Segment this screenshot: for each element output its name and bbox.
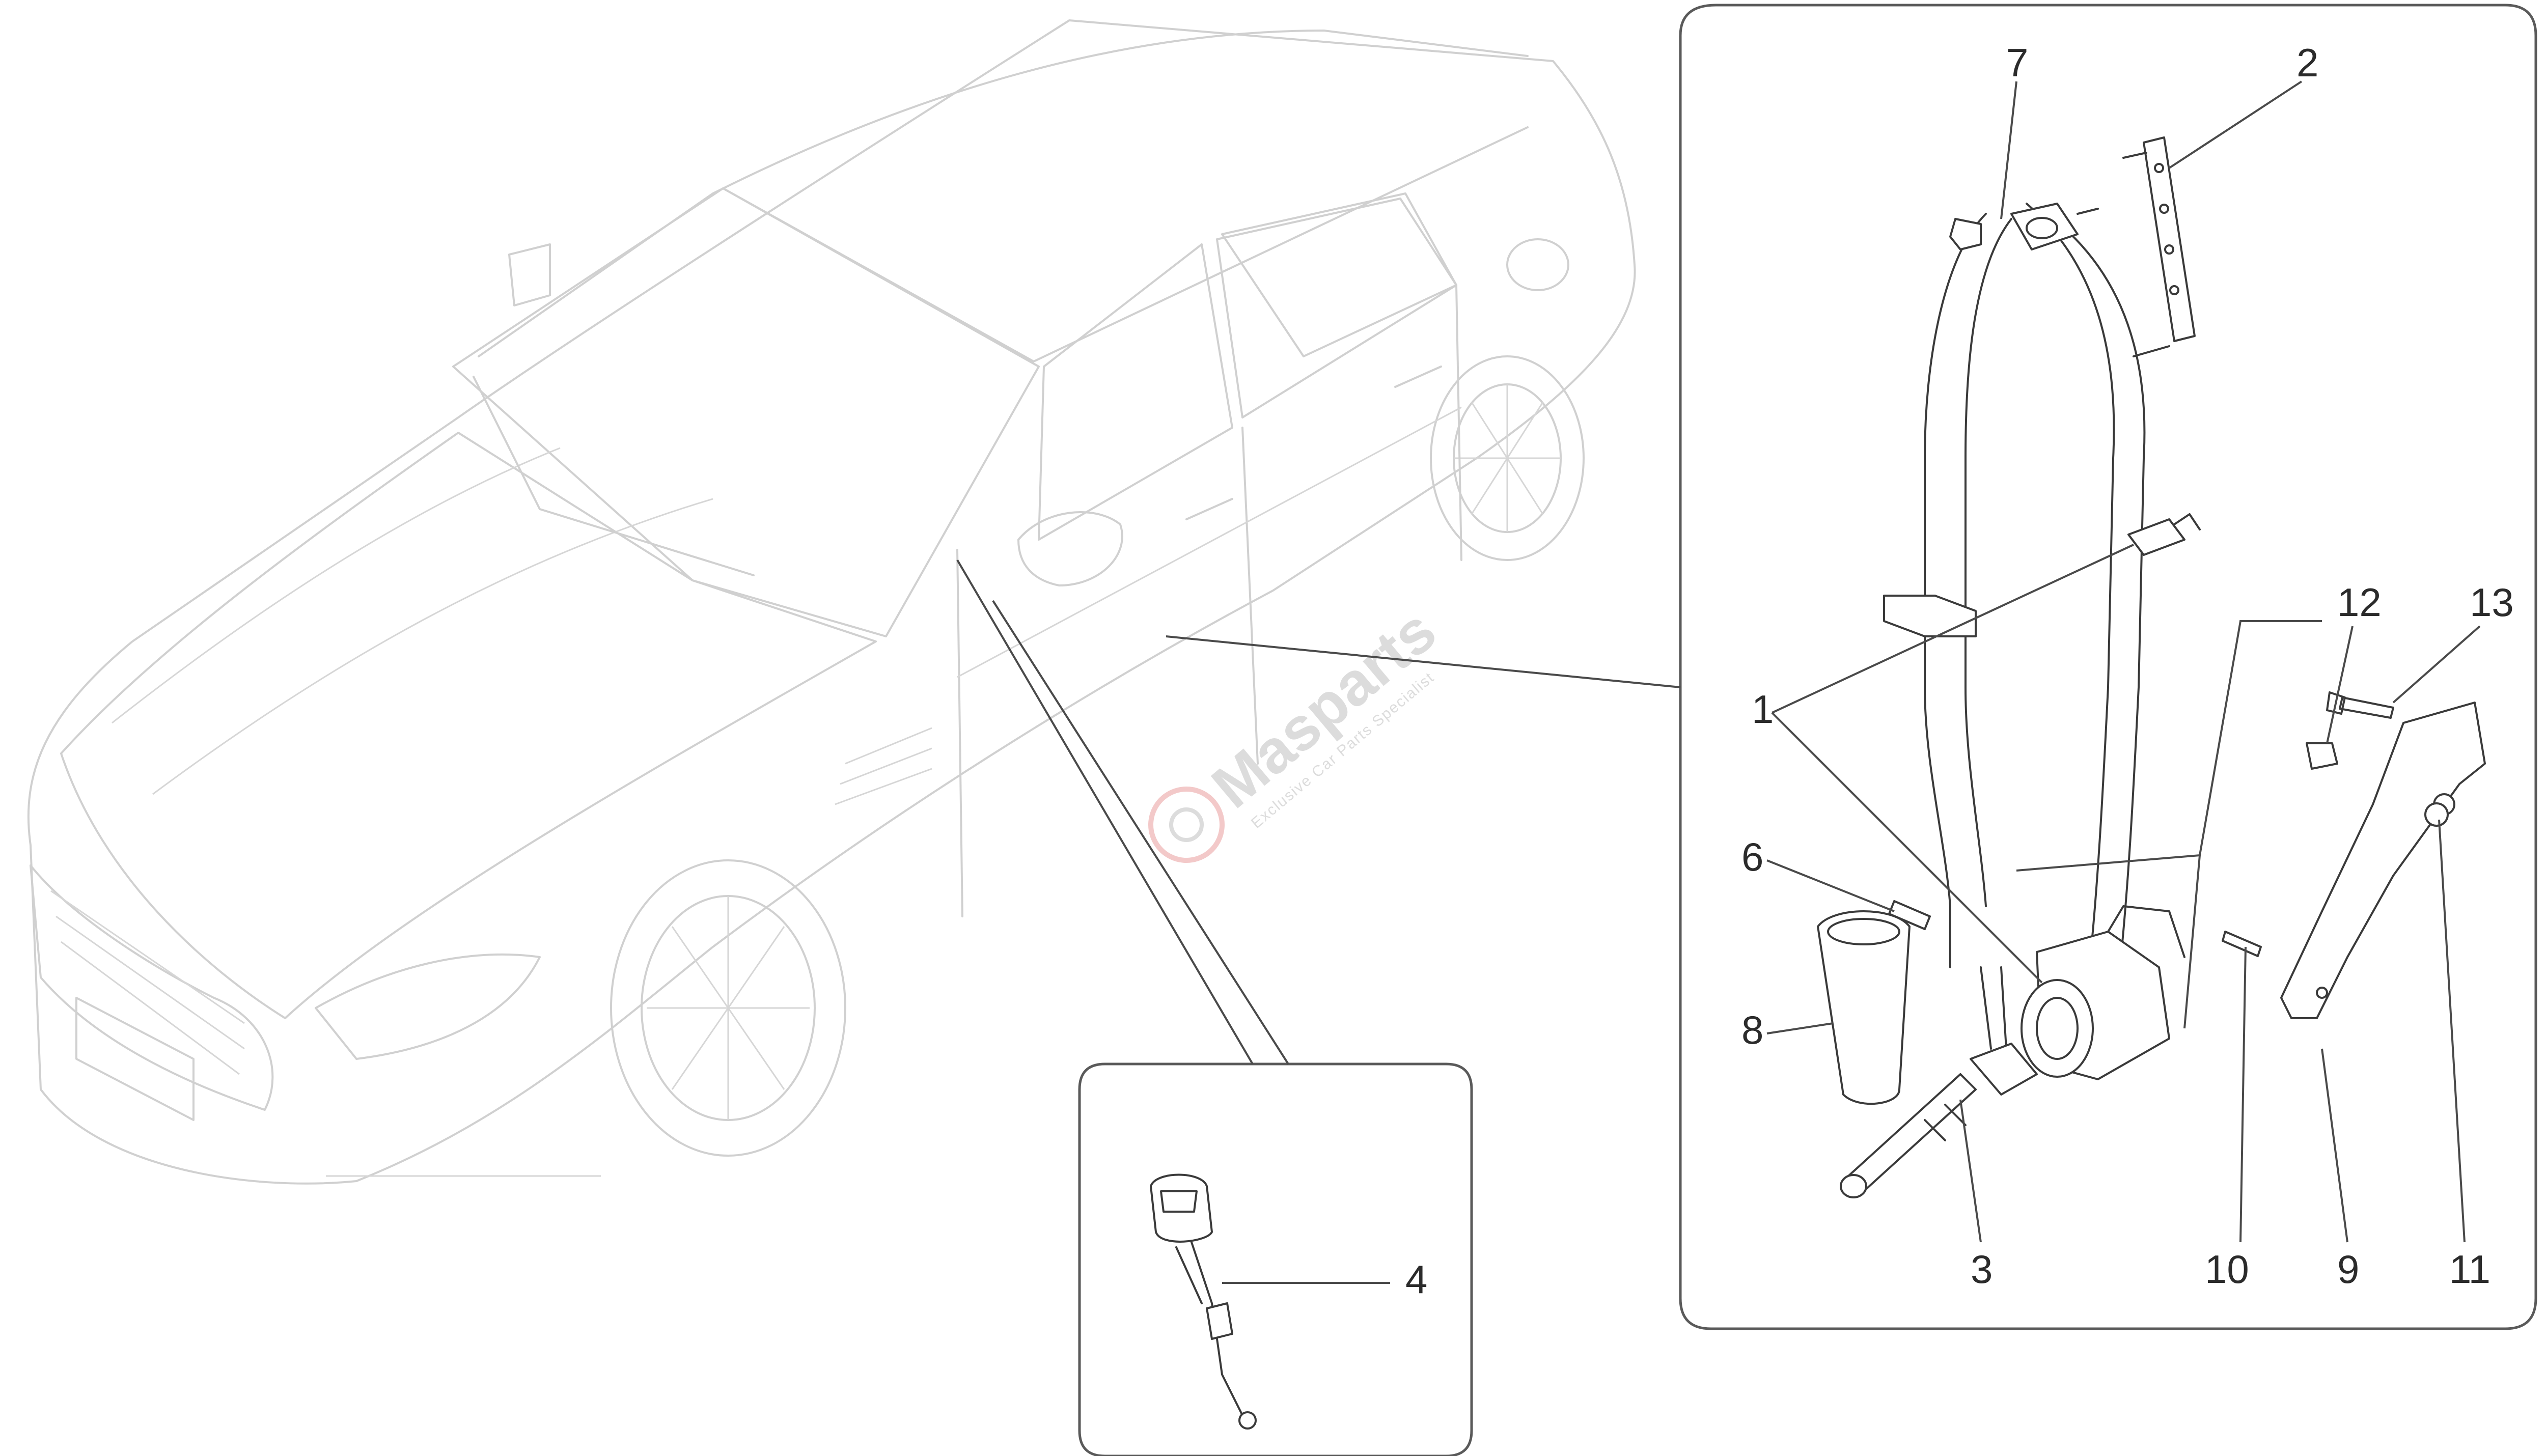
- car-to-buckle-panel-line-a: [956, 559, 1254, 1065]
- watermark-logo-core: [1169, 807, 1204, 842]
- callout-1: 1: [1752, 687, 1774, 732]
- callout-7: 7: [2006, 40, 2028, 85]
- trim-cover-part-8: [1817, 910, 1911, 1105]
- pretensioner-stalk-part-3: [1840, 966, 2038, 1198]
- watermark-logo-ring: [1148, 787, 1225, 863]
- callout-13: 13: [2470, 580, 2514, 625]
- screw-part-13: [2326, 691, 2394, 719]
- callout-2: 2: [2296, 40, 2318, 85]
- car-to-buckle-panel-line-b: [992, 600, 1289, 1065]
- callout-8: 8: [1741, 1007, 1763, 1052]
- pin-part-10: [2222, 931, 2262, 957]
- callout-10: 10: [2205, 1247, 2249, 1292]
- car-to-main-panel-line: [1166, 635, 1681, 688]
- callout-3: 3: [1971, 1247, 1992, 1292]
- callout-11: 11: [2449, 1247, 2490, 1292]
- nut-part-11: [2424, 802, 2449, 827]
- seat-belt-webbing: [1924, 203, 2146, 984]
- callout-12: 12: [2337, 580, 2382, 625]
- callout-numbers: 7 2 1 6 8 3 12 13 10 9 11 4: [1405, 40, 2514, 1302]
- watermark-brand: Masparts: [1199, 596, 1449, 821]
- height-adjuster-rail-part-2: [2077, 136, 2196, 357]
- car-illustration: [27, 19, 1636, 1185]
- callout-6: 6: [1741, 834, 1763, 879]
- buckle-detail-panel: [1078, 1062, 1473, 1456]
- callout-4: 4: [1405, 1257, 1427, 1302]
- bolt-part-7: [1949, 218, 1982, 250]
- buckle-part-4: [1150, 1173, 1257, 1430]
- upper-anchor: [2010, 203, 2079, 250]
- belt-guide-clip: [1883, 595, 1977, 637]
- retractor-reel: [2021, 905, 2185, 1080]
- callout-leaders: [1222, 80, 2481, 1284]
- sensor-connector: [2127, 513, 2201, 556]
- callout-9: 9: [2337, 1247, 2359, 1292]
- clip-part-12: [2306, 742, 2338, 770]
